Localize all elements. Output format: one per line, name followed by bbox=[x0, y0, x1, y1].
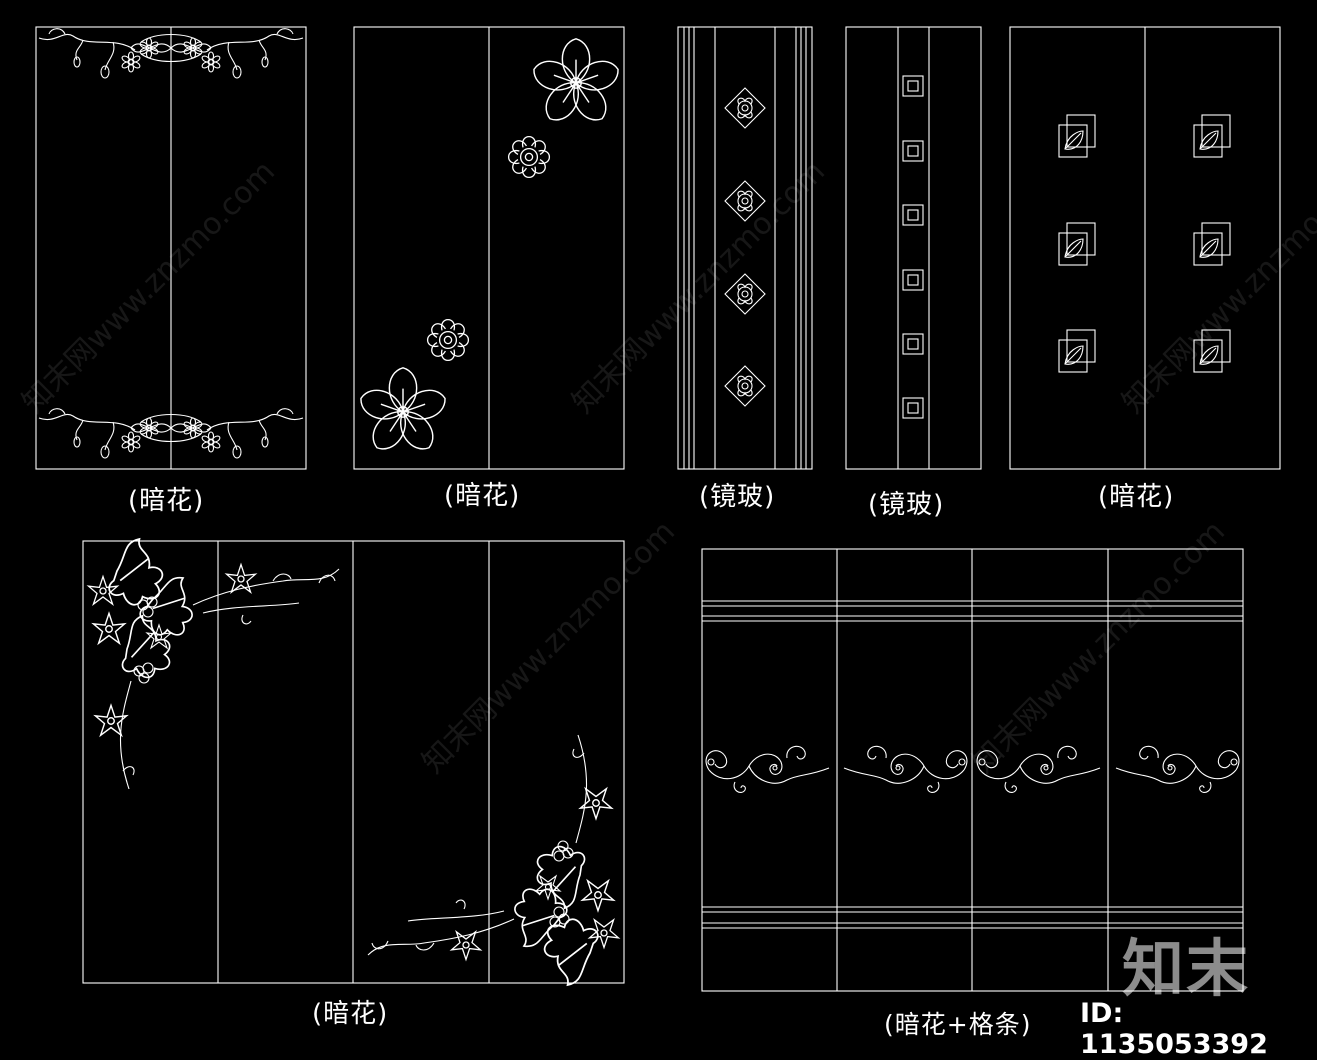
panel-2-double-door bbox=[353, 26, 625, 470]
caption-panel-2: (暗花) bbox=[444, 481, 521, 511]
caption-panel-1: (暗花) bbox=[128, 486, 205, 516]
panel-7-four-door-strips bbox=[701, 548, 1244, 992]
watermark-logo: 知末 bbox=[1122, 932, 1251, 1005]
panel-5-leaf-squares bbox=[1009, 26, 1281, 470]
caption-panel-3: (镜玻) bbox=[699, 482, 776, 512]
panel-3-mirror-strip bbox=[677, 26, 813, 470]
caption-panel-6: (暗花) bbox=[312, 999, 389, 1029]
watermark-id: ID: 1135053392 bbox=[1080, 998, 1268, 1060]
caption-panel-7: (暗花+格条) bbox=[884, 1010, 1032, 1039]
caption-panel-5: (暗花) bbox=[1098, 482, 1175, 512]
panel-6-four-door-holly bbox=[82, 538, 625, 986]
panel-4-mirror-squares bbox=[845, 26, 982, 470]
panel-1-double-door bbox=[35, 26, 307, 470]
caption-panel-4: (镜玻) bbox=[868, 490, 945, 520]
